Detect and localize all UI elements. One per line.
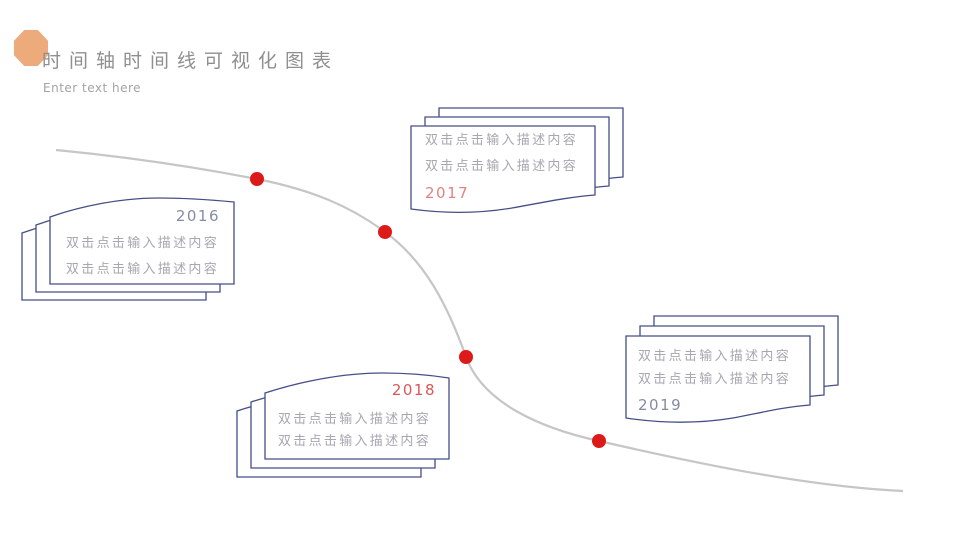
timeline-dot-2019: [592, 434, 606, 448]
slide-subtitle-placeholder[interactable]: Enter text here: [43, 81, 142, 95]
timeline-card-2019[interactable]: 双击点击输入描述内容 双击点击输入描述内容 2019: [625, 315, 871, 440]
card-content: 2016 双击点击输入描述内容 双击点击输入描述内容: [49, 197, 236, 286]
card-description-line[interactable]: 双击点击输入描述内容: [66, 236, 220, 251]
timeline-card-2018[interactable]: 2018 双击点击输入描述内容 双击点击输入描述内容: [236, 372, 482, 497]
timeline-card-2016[interactable]: 2016 双击点击输入描述内容 双击点击输入描述内容: [21, 197, 267, 322]
timeline-dot-2017: [378, 225, 392, 239]
card-content: 双击点击输入描述内容 双击点击输入描述内容 2019: [625, 335, 812, 424]
card-description-line[interactable]: 双击点击输入描述内容: [278, 434, 432, 449]
card-description-line[interactable]: 双击点击输入描述内容: [638, 372, 792, 387]
card-year-2016[interactable]: 2016: [175, 207, 220, 225]
card-description-line[interactable]: 双击点击输入描述内容: [66, 262, 220, 277]
card-content: 2018 双击点击输入描述内容 双击点击输入描述内容: [264, 372, 451, 461]
timeline-card-2017[interactable]: 双击点击输入描述内容 双击点击输入描述内容 2017: [410, 107, 656, 232]
timeline-dot-2018: [459, 350, 473, 364]
card-description-line[interactable]: 双击点击输入描述内容: [425, 133, 579, 148]
card-front-sheet[interactable]: [49, 197, 236, 286]
curve-path: [55, 148, 904, 493]
card-front-sheet[interactable]: [625, 335, 812, 424]
card-front-sheet[interactable]: [410, 125, 597, 214]
card-year-2019[interactable]: 2019: [638, 396, 683, 414]
card-description-line[interactable]: 双击点击输入描述内容: [278, 412, 432, 427]
octagon-icon: [14, 30, 48, 66]
timeline-dot-2016: [250, 172, 264, 186]
card-description-line[interactable]: 双击点击输入描述内容: [638, 349, 792, 364]
card-description-line[interactable]: 双击点击输入描述内容: [425, 159, 579, 174]
card-year-2018[interactable]: 2018: [391, 381, 436, 399]
slide-title: 时间轴时间线可视化图表: [42, 50, 340, 72]
card-year-2017[interactable]: 2017: [425, 184, 470, 202]
card-content: 双击点击输入描述内容 双击点击输入描述内容 2017: [410, 125, 597, 214]
card-front-sheet[interactable]: [264, 372, 451, 461]
